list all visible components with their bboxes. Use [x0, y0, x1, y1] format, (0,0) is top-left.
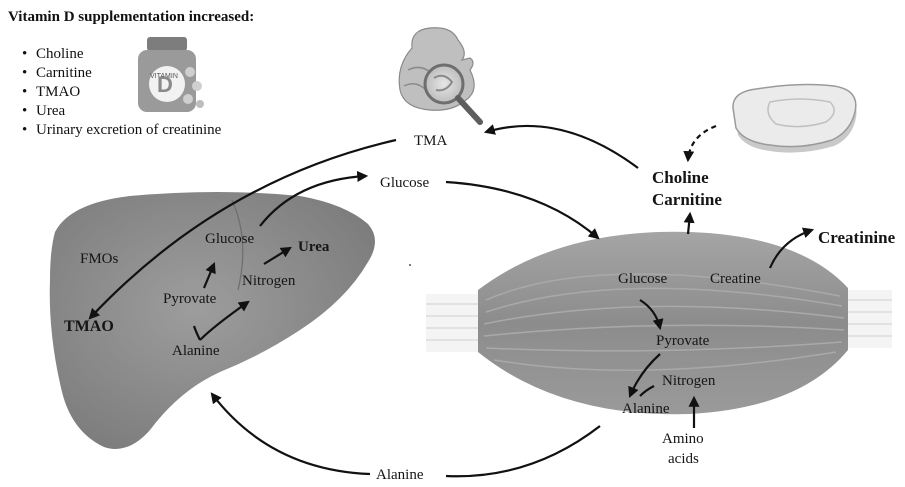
label-liver-urea: Urea [298, 238, 329, 256]
label-choline: Choline [652, 168, 709, 188]
arrow-muscle-to-carnitine [688, 214, 690, 234]
label-liver-glucose: Glucose [205, 230, 254, 248]
label-muscle-nitrogen: Nitrogen [662, 372, 715, 390]
arrow-choline-to-tma [486, 126, 638, 168]
label-liver-alanine: Alanine [172, 342, 219, 360]
intestine-magnifier-icon [399, 28, 480, 122]
label-carnitine: Carnitine [652, 190, 722, 210]
label-tma: TMA [414, 132, 447, 150]
label-muscle-creatine: Creatine [710, 270, 761, 288]
list-item: Urea [22, 102, 221, 121]
arrow-glucose-to-muscle [446, 182, 598, 238]
steak-icon [733, 85, 857, 153]
list-item: Carnitine [22, 64, 221, 83]
label-muscle-alanine: Alanine [622, 400, 669, 418]
label-amino: Amino [662, 430, 704, 448]
increased-list: Choline Carnitine TMAO Urea Urinary excr… [22, 45, 221, 140]
label-muscle-pyrovate: Pyrovate [656, 332, 709, 350]
arrow-muscle-to-alanine [446, 426, 600, 476]
label-liver-pyrovate: Pyrovate [163, 290, 216, 308]
label-fmos: FMOs [80, 250, 118, 268]
label-alanine-bottom: Alanine [376, 466, 423, 484]
label-muscle-glucose: Glucose [618, 270, 667, 288]
arrow-steak-to-choline [688, 126, 716, 160]
label-liver-nitrogen: Nitrogen [242, 272, 295, 290]
label-acids: acids [668, 450, 699, 468]
list-item: Urinary excretion of creatinine [22, 121, 221, 140]
label-creatinine: Creatinine [818, 228, 895, 248]
label-glucose-top: Glucose [380, 174, 429, 192]
list-item: TMAO [22, 83, 221, 102]
list-item: Choline [22, 45, 221, 64]
label-tmao: TMAO [64, 318, 114, 336]
bottle-label-letter: D [157, 74, 173, 96]
diagram-title: Vitamin D supplementation increased: [8, 9, 254, 26]
arrow-alanine-to-liver [212, 394, 370, 474]
